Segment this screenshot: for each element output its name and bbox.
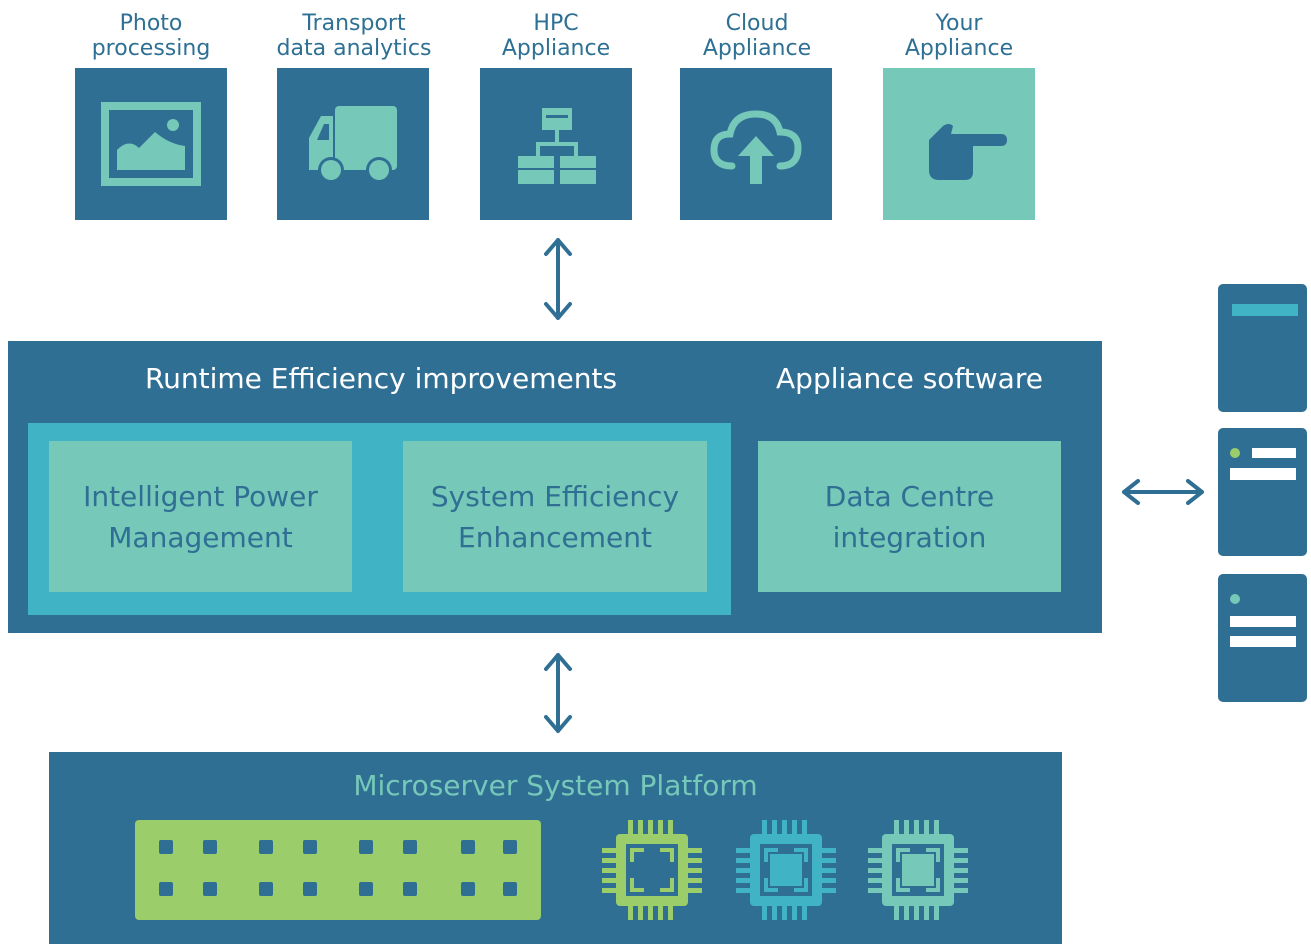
server-icon [1218,428,1307,556]
memory-board-icon [135,820,541,920]
server-slot [1252,448,1296,458]
app-tile-photo [75,68,227,220]
server-led [1230,594,1240,604]
runtime-efficiency-title: Runtime Efficiency improvements [144,362,618,395]
data-centre-integration-box: Data Centre integration [758,441,1061,592]
image-icon [101,102,201,186]
cloud-upload-icon [710,110,802,184]
app-label-your: Your Appliance [904,11,1014,61]
server-led [1230,448,1240,458]
truck-icon [309,106,397,183]
app-label-photo: Photo processing [91,11,211,61]
server-slot [1230,636,1296,647]
app-tile-your [883,68,1035,220]
server-slot [1232,304,1298,316]
double-arrow-top-icon [544,238,572,320]
system-efficiency-enhancement-box: System Efficiency Enhancement [403,441,707,592]
chip-icon-green [602,820,702,920]
app-tile-transport [277,68,429,220]
server-slot [1230,616,1296,627]
app-label-cloud: Cloud Appliance [702,11,812,61]
double-arrow-bottom-icon [544,653,572,733]
chip-icon-blue [736,820,836,920]
server-icon [1218,284,1307,412]
app-label-transport: Transport data analytics [276,11,432,61]
system-efficiency-enhancement-label: System Efficiency Enhancement [430,479,680,554]
appliance-software-title: Appliance software [776,362,1043,395]
intelligent-power-management-label: Intelligent Power Management [83,479,318,554]
data-centre-integration-label: Data Centre integration [824,479,995,554]
intelligent-power-management-box: Intelligent Power Management [49,441,352,592]
app-tile-cloud [680,68,832,220]
double-arrow-right-icon [1122,479,1204,505]
app-tile-hpc [480,68,632,220]
microserver-platform-title: Microserver System Platform [353,769,758,802]
chip-icon-teal [868,820,968,920]
app-label-hpc: HPC Appliance [501,11,611,61]
server-slot [1230,468,1296,480]
pointing-hand-icon [929,124,1007,180]
hierarchy-icon [518,108,596,184]
server-icon [1218,574,1307,702]
